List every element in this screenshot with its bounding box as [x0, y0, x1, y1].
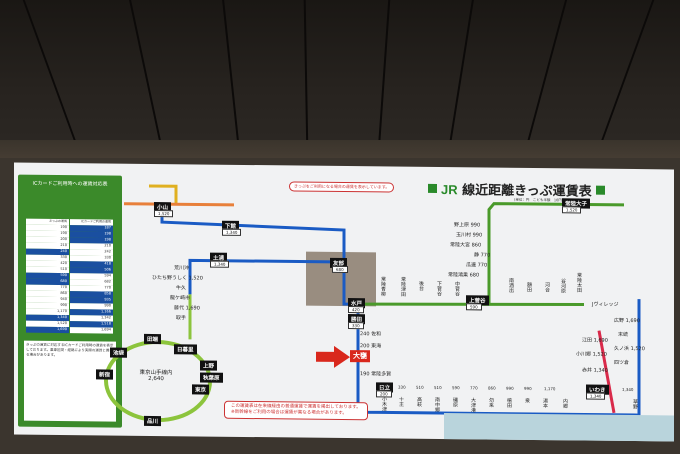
station-nippori: 日暮里	[174, 344, 197, 355]
station-label: 四ツ倉	[614, 359, 630, 366]
station-label: 瓜連 770	[466, 262, 488, 269]
hub-tsuchiura-fare: 1,340	[210, 260, 230, 268]
station-label: 取手	[176, 315, 187, 322]
you-are-here-arrow-icon	[316, 345, 350, 368]
station-label: 常陸鴻巣 680	[448, 272, 480, 279]
station-tabata: 田端	[144, 333, 162, 345]
ceiling-seam	[303, 0, 308, 150]
fare-label: 510	[416, 384, 424, 390]
station-ikebukuro: 池袋	[110, 347, 128, 358]
station-label: 下菅谷	[436, 280, 442, 297]
station-label: 湯本	[542, 398, 548, 409]
yamanote-fare: 2,640	[148, 375, 164, 383]
hub-oyama-fare: 1,520	[154, 210, 174, 218]
station-akihabara: 秋葉原	[200, 372, 223, 383]
fare-label: 990	[524, 385, 532, 391]
station-label: 広野 1,690	[614, 317, 640, 325]
station-label: 高萩	[416, 396, 422, 407]
station-label: 牛久	[176, 285, 187, 292]
station-label: 玉川村 990	[456, 232, 483, 239]
fare-label: 330	[398, 384, 406, 390]
fare-label: 1,170	[544, 386, 556, 392]
station-label: 内郷	[562, 398, 568, 409]
station-label: 草野	[632, 399, 638, 410]
station-label: 谷河原	[560, 278, 566, 294]
fare-label: 860	[488, 385, 496, 391]
station-label: 額田	[526, 281, 532, 292]
fare-label: 240	[380, 384, 388, 390]
station-label: 常陸津田	[400, 276, 406, 297]
station-label: 常陸青柳	[380, 276, 386, 297]
station-tokyo: 東京	[192, 384, 210, 395]
fare-label: 1,340	[622, 386, 634, 393]
hub-iwaki-fare: 1,340	[586, 392, 606, 400]
station-label: 荒川沖	[174, 265, 190, 272]
route-map	[124, 184, 641, 417]
station-label: 南酒出	[508, 277, 514, 293]
station-label: 200 東海	[360, 343, 382, 350]
ceiling-seam	[22, 0, 79, 150]
fare-label: 990	[506, 385, 514, 391]
station-label: 泉	[524, 397, 530, 403]
ceiling-seam	[448, 0, 474, 150]
station-label: 十王	[398, 396, 404, 407]
station-label: 後台	[418, 280, 424, 291]
station-label: 大津港	[470, 397, 476, 413]
station-label: 久ノ浜 1,520	[614, 345, 645, 353]
ceiling-seam	[597, 0, 654, 150]
station-label: 小木津	[381, 396, 387, 412]
station-label: 常陸太田	[576, 272, 582, 293]
hub-katsuta-fare: 330	[348, 322, 364, 330]
hub-tomobe-fare: 680	[332, 265, 348, 274]
ceiling	[0, 0, 680, 150]
hub-shimodate-fare: 1,340	[222, 228, 242, 236]
footer-notice: この運賃表は在来線経由の普通運賃で運賃を掲出しております。 ※新幹線をご利用の場…	[224, 400, 368, 421]
station-label: 磯原	[452, 397, 458, 408]
station-shinagawa: 品川	[144, 415, 162, 427]
station-label: 龍ケ崎市	[170, 295, 191, 302]
hub-hitachi-daigo-fare: 1,520	[562, 206, 582, 214]
station-label: 江田 1,690	[582, 337, 608, 344]
station-label: 小川郷 1,520	[576, 351, 607, 358]
sea-area	[444, 413, 674, 442]
ceiling-seam	[524, 0, 567, 150]
station-label: Jヴィレッジ	[592, 301, 619, 308]
fare-label: 770	[470, 385, 478, 391]
station-label: 勿来	[488, 397, 494, 408]
station-label: 植田	[506, 397, 512, 408]
fare-label: 590	[452, 385, 460, 391]
station-label: ひたち野うしく 1,520	[152, 274, 203, 282]
station-label: 河合	[544, 282, 550, 293]
ceiling-seam	[222, 0, 240, 150]
station-label: 藤代 1,690	[174, 305, 200, 312]
station-label: 常陸大宮 860	[450, 242, 482, 249]
station-ueno: 上野	[200, 360, 218, 371]
hub-kamisugaya-fare: 590	[466, 303, 482, 311]
station-label: 静 770	[474, 252, 491, 259]
ceiling-seam	[129, 0, 163, 150]
yamanote-label: 東京山手線内 2,640	[126, 368, 186, 383]
station-label: 赤井 1,340	[582, 367, 608, 374]
current-station: 大甕	[350, 350, 370, 363]
station-label: 南中郷	[434, 396, 440, 413]
ceiling-seam	[377, 0, 390, 150]
station-label: 240 佐和	[360, 331, 382, 338]
hub-mito-fare: 420	[348, 306, 364, 314]
footer-line-2: ※新幹線をご利用の場合は運賃が異なる場合があります。	[231, 409, 347, 417]
fare-label: 510	[434, 384, 442, 391]
station-label: 野上原 990	[454, 222, 481, 229]
station-label: 190 常陸多賀	[360, 371, 392, 378]
station-label: 中菅谷	[454, 281, 460, 297]
station-label: 末続	[618, 331, 629, 338]
station-shinjuku: 新宿	[96, 369, 114, 380]
